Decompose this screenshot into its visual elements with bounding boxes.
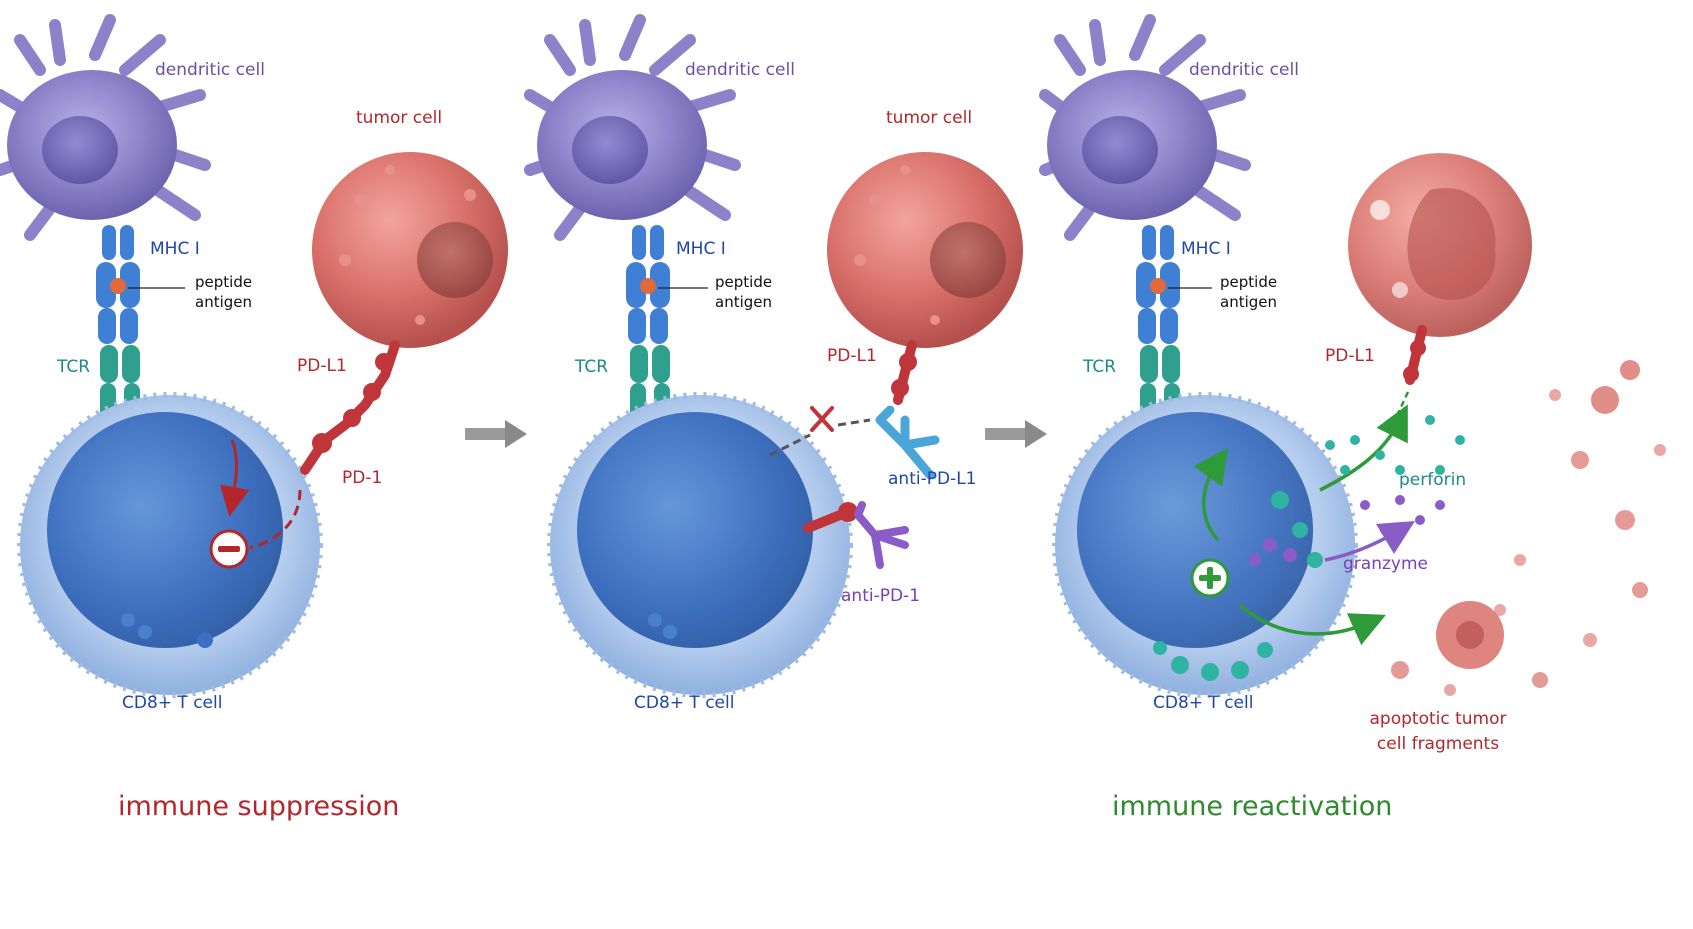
inhibition-arrow-1 — [219, 439, 250, 517]
label-anti-pdl1: anti-PD-L1 — [888, 469, 977, 489]
label-mhc-1: MHC I — [150, 239, 200, 259]
label-peptide-2: peptide antigen — [715, 273, 773, 311]
label-pdl1-2: PD-L1 — [827, 346, 877, 366]
label-dendritic-cell-1: dendritic cell — [155, 60, 265, 80]
label-anti-pd1: anti-PD-1 — [841, 586, 921, 606]
dying-tumor-cell — [1348, 153, 1532, 337]
activation-arrow-perforin — [1319, 404, 1408, 492]
activation-arrow-granzyme — [1324, 520, 1416, 562]
anti-pd1-antibody — [854, 501, 909, 569]
label-dendritic-cell-2: dendritic cell — [685, 60, 795, 80]
label-tcr-1: TCR — [57, 357, 91, 377]
label-tcell-3: CD8+ T cell — [1153, 693, 1254, 713]
dendritic-cell-3 — [1039, 14, 1251, 241]
label-peptide-1: peptide antigen — [195, 273, 253, 311]
panel-3 — [1039, 14, 1666, 698]
anti-pdl1-antibody — [875, 405, 940, 480]
label-pdl1-3: PD-L1 — [1325, 346, 1375, 366]
t-cell-3 — [1052, 392, 1358, 698]
label-tumor-cell-2: tumor cell — [886, 108, 973, 128]
t-cell-2 — [547, 392, 853, 698]
t-cell-1 — [17, 392, 323, 698]
activation-arrow-up — [1193, 447, 1229, 542]
tumor-cell-1 — [312, 152, 508, 348]
pdl1-2 — [891, 340, 917, 405]
label-tcr-2: TCR — [575, 357, 609, 377]
right-arrow-icon — [465, 420, 527, 448]
tumor-cell-2 — [827, 152, 1023, 348]
mhc-complex-3 — [1136, 225, 1180, 344]
label-pdl1-1: PD-L1 — [297, 356, 347, 376]
label-tcell-1: CD8+ T cell — [122, 693, 223, 713]
label-perforin: perforin — [1399, 470, 1467, 490]
inhibition-dashed-1 — [249, 489, 302, 550]
panel-1 — [0, 14, 508, 698]
minus-icon — [209, 529, 249, 569]
label-apoptotic-fragments: apoptotic tumor cell fragments — [1369, 709, 1507, 754]
label-mhc-3: MHC I — [1181, 239, 1231, 259]
pdl1-3 — [1403, 325, 1427, 385]
dendritic-cell-2 — [524, 14, 741, 241]
caption-immune-suppression: immune suppression — [118, 791, 400, 822]
granzyme-dots — [1360, 495, 1445, 535]
dendritic-cell-1 — [0, 14, 211, 241]
right-arrow-icon-2 — [985, 420, 1047, 448]
label-mhc-2: MHC I — [676, 239, 726, 259]
label-dendritic-cell-3: dendritic cell — [1189, 60, 1299, 80]
caption-immune-reactivation: immune reactivation — [1112, 791, 1393, 822]
pd1-pdl1-chain-1 — [300, 340, 400, 475]
label-tumor-cell-1: tumor cell — [356, 108, 443, 128]
blocked-dash-2 — [769, 418, 871, 457]
perforin-dots — [1325, 415, 1465, 475]
granules — [1153, 491, 1323, 681]
label-tcr-3: TCR — [1083, 357, 1117, 377]
label-granzyme: granzyme — [1343, 554, 1428, 574]
block-x-icon — [810, 406, 834, 432]
panel-2 — [524, 14, 1023, 698]
activation-arrow-killing — [1238, 603, 1386, 646]
label-tcell-2: CD8+ T cell — [634, 693, 735, 713]
mhc-complex-2 — [626, 225, 670, 344]
label-peptide-3: peptide antigen — [1220, 273, 1278, 311]
plus-icon — [1190, 558, 1230, 598]
pd1-2 — [803, 502, 858, 533]
mhc-complex-1 — [96, 225, 140, 344]
label-pd1-1: PD-1 — [342, 468, 383, 488]
apoptotic-fragments — [1391, 360, 1666, 696]
